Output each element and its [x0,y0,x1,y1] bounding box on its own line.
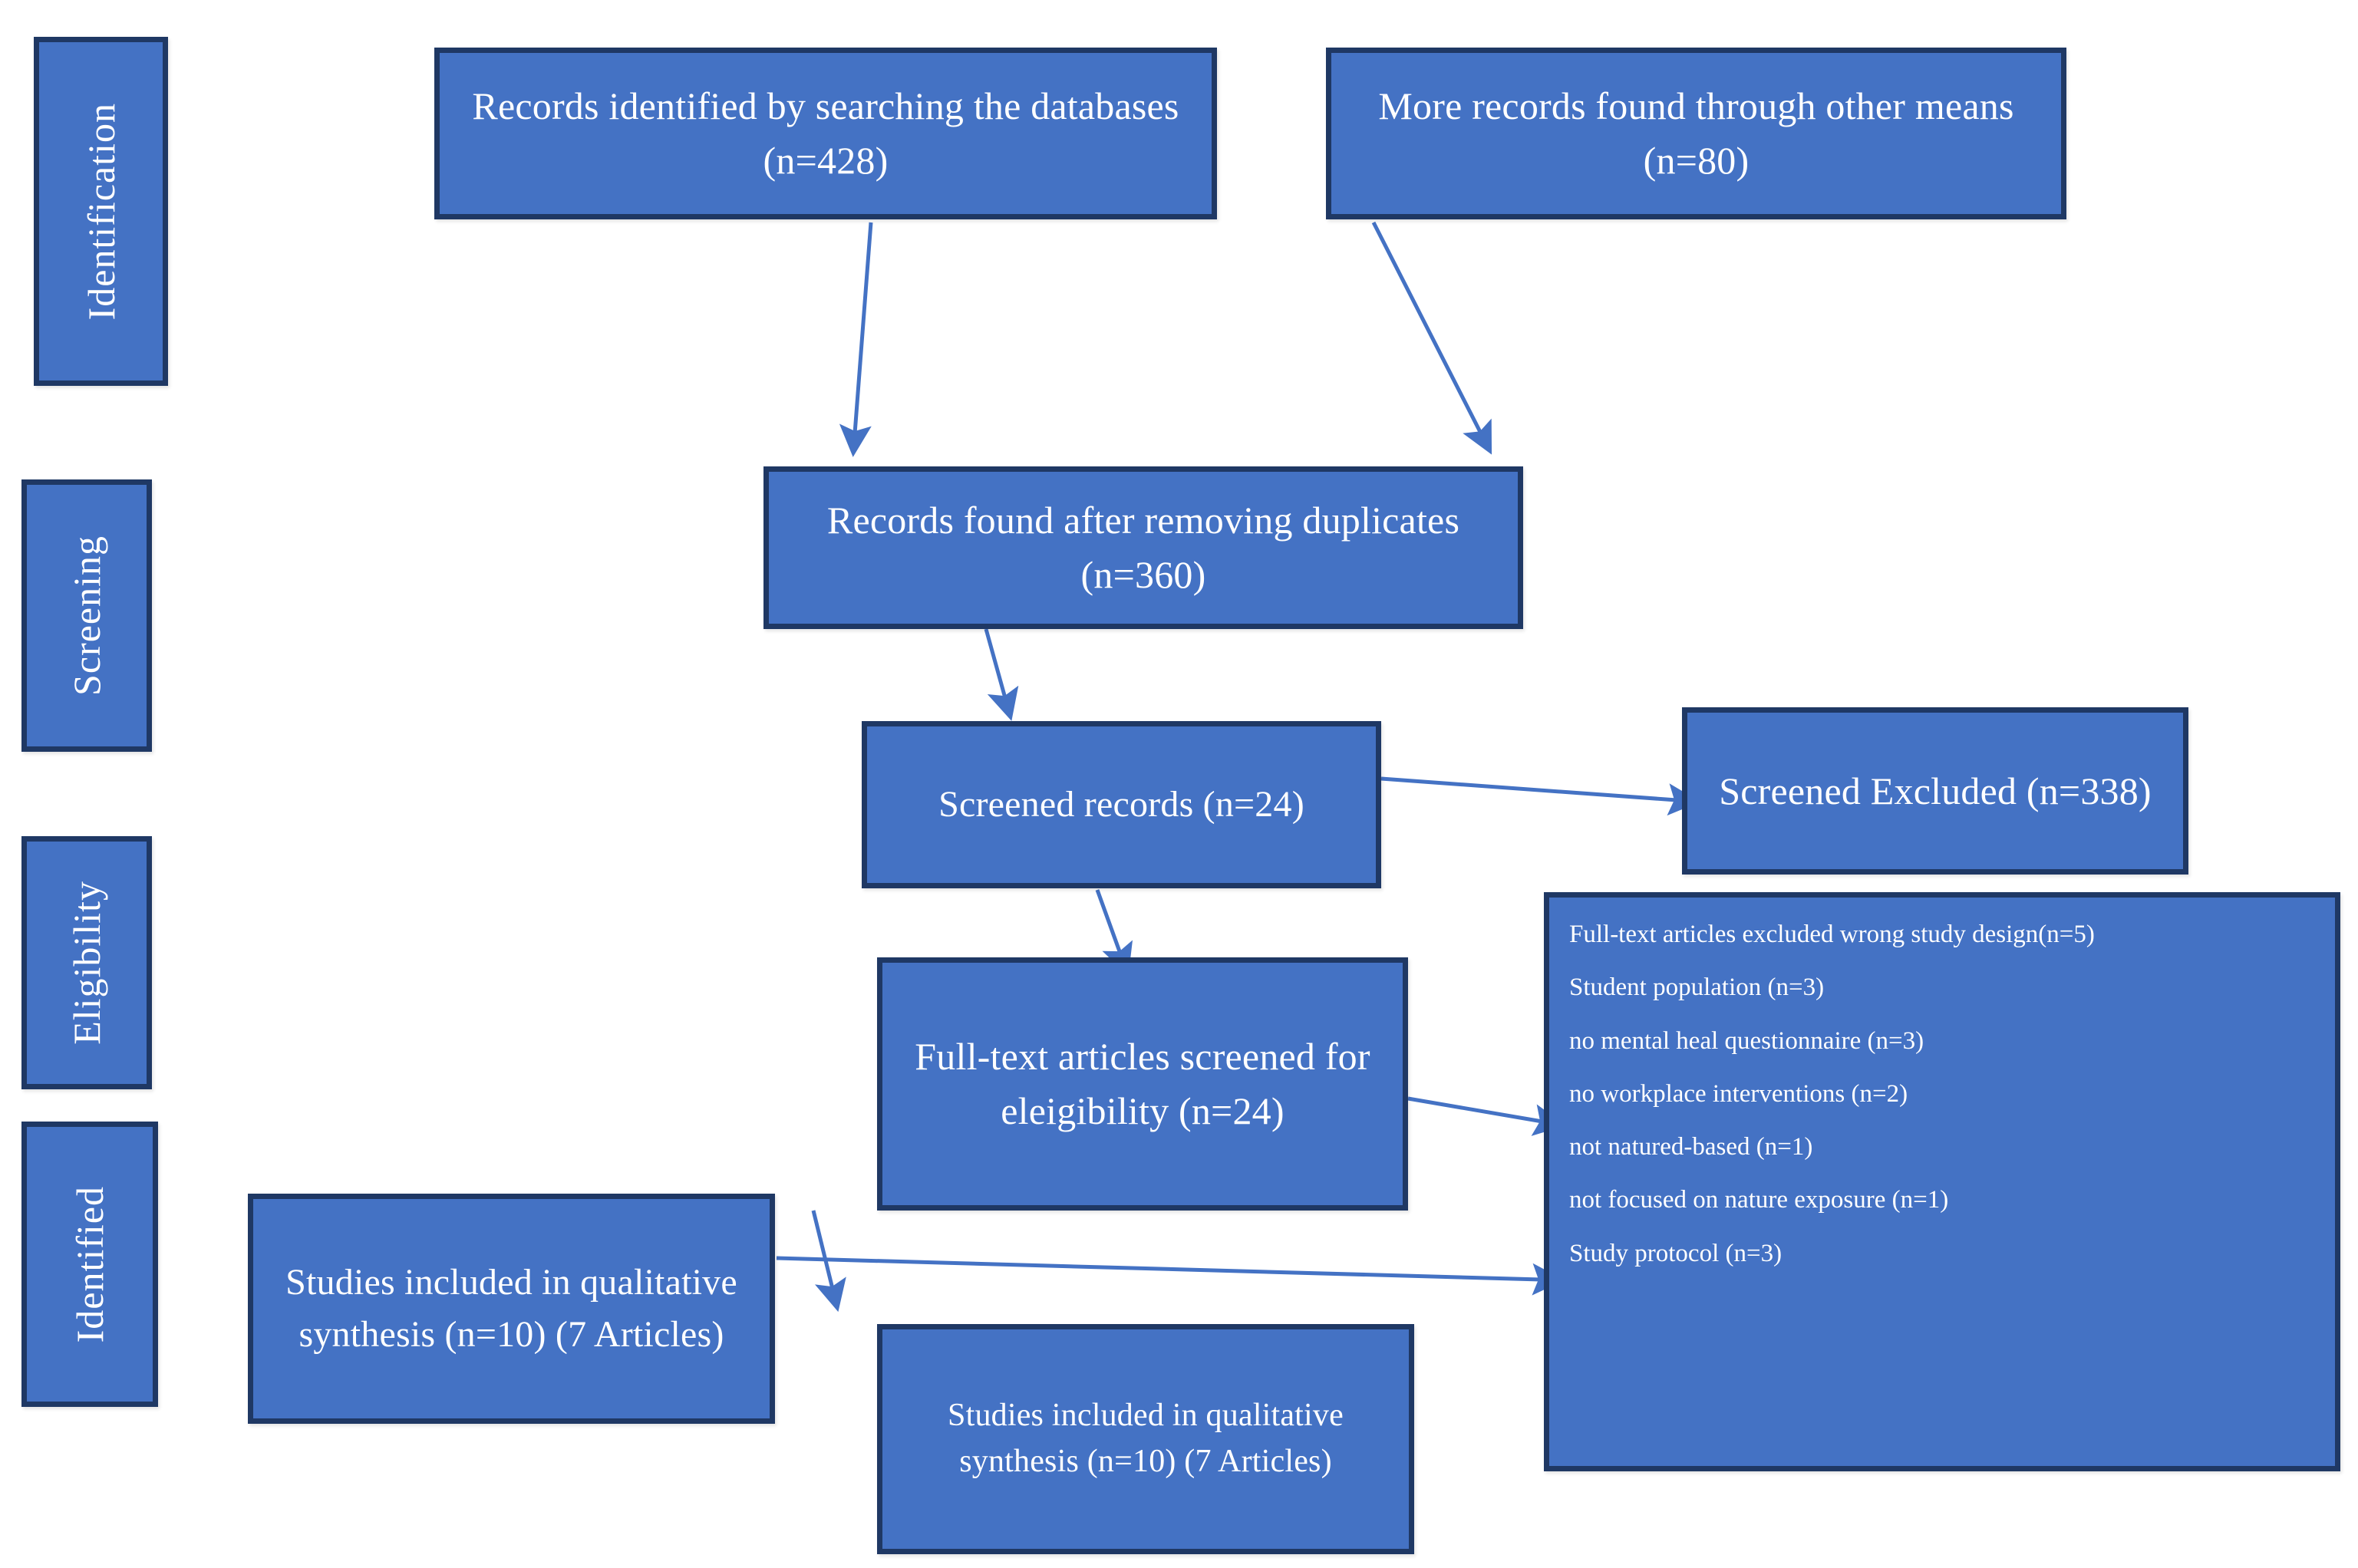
stage-label-screening-text: Screening [65,535,108,696]
node-studies-included-center-text: Studies included in qualitative synthesi… [948,1398,1344,1479]
node-exclusion-reasons: Full-text articles excluded wrong study … [1544,892,2340,1471]
node-records-other-means: More records found through other means (… [1326,48,2066,219]
stage-label-identified: Identified [21,1122,158,1407]
node-studies-included-center: Studies included in qualitative synthesi… [877,1324,1414,1554]
node-screened-records-text: Screened records (n=24) [938,783,1304,825]
arrow-fulltext-to-reasons [1407,1096,1566,1136]
node-fulltext-screened: Full-text articles screened for eleigibi… [877,957,1408,1211]
exclusion-reason-item: Student population (n=3) [1569,973,1825,1002]
stage-label-identification: Identification [34,37,168,386]
node-screened-excluded: Screened Excluded (n=338) [1682,707,2188,875]
stage-label-eligibility-text: Eligibility [65,881,108,1045]
exclusion-reason-item: not natured-based (n=1) [1569,1133,1813,1161]
node-records-after-duplicates-text: Records found after removing duplicates … [826,499,1460,596]
exclusion-reason-item: Full-text articles excluded wrong study … [1569,921,2095,948]
arrow-screened-to-fulltext [1095,889,1133,977]
stage-label-identification-text: Identification [79,102,123,321]
exclusion-reason-item: not focused on nature exposure (n=1) [1569,1186,1949,1214]
node-records-identified-databases: Records identified by searching the data… [434,48,1217,219]
arrow-included-to-reasons [776,1256,1565,1296]
stage-label-screening: Screening [21,479,152,752]
node-studies-included-left-text: Studies included in qualitative synthesi… [285,1261,737,1355]
node-records-other-means-text: More records found through other means (… [1378,84,2014,182]
arrow-databases-to-dedup [839,222,873,457]
node-records-identified-databases-text: Records identified by searching the data… [472,84,1179,182]
exclusion-reason-item: Study protocol (n=3) [1569,1239,1783,1267]
node-studies-included-left: Studies included in qualitative synthesi… [248,1194,775,1424]
arrow-screened-to-excluded [1380,776,1700,816]
arrow-fulltext-to-included [811,1210,846,1313]
exclusion-reason-item: no workplace interventions (n=2) [1569,1079,1908,1108]
stage-label-eligibility: Eligibility [21,836,152,1089]
arrow-dedup-to-screened [984,628,1019,721]
exclusion-reason-item: no mental heal questionnaire (n=3) [1569,1026,1924,1055]
stage-label-identified-text: Identified [68,1185,111,1343]
node-screened-records: Screened records (n=24) [862,721,1381,888]
arrow-other-to-dedup [1371,221,1492,455]
node-screened-excluded-text: Screened Excluded (n=338) [1719,769,2152,812]
node-fulltext-screened-text: Full-text articles screened for eleigibi… [915,1035,1370,1132]
node-records-after-duplicates: Records found after removing duplicates … [763,466,1523,629]
